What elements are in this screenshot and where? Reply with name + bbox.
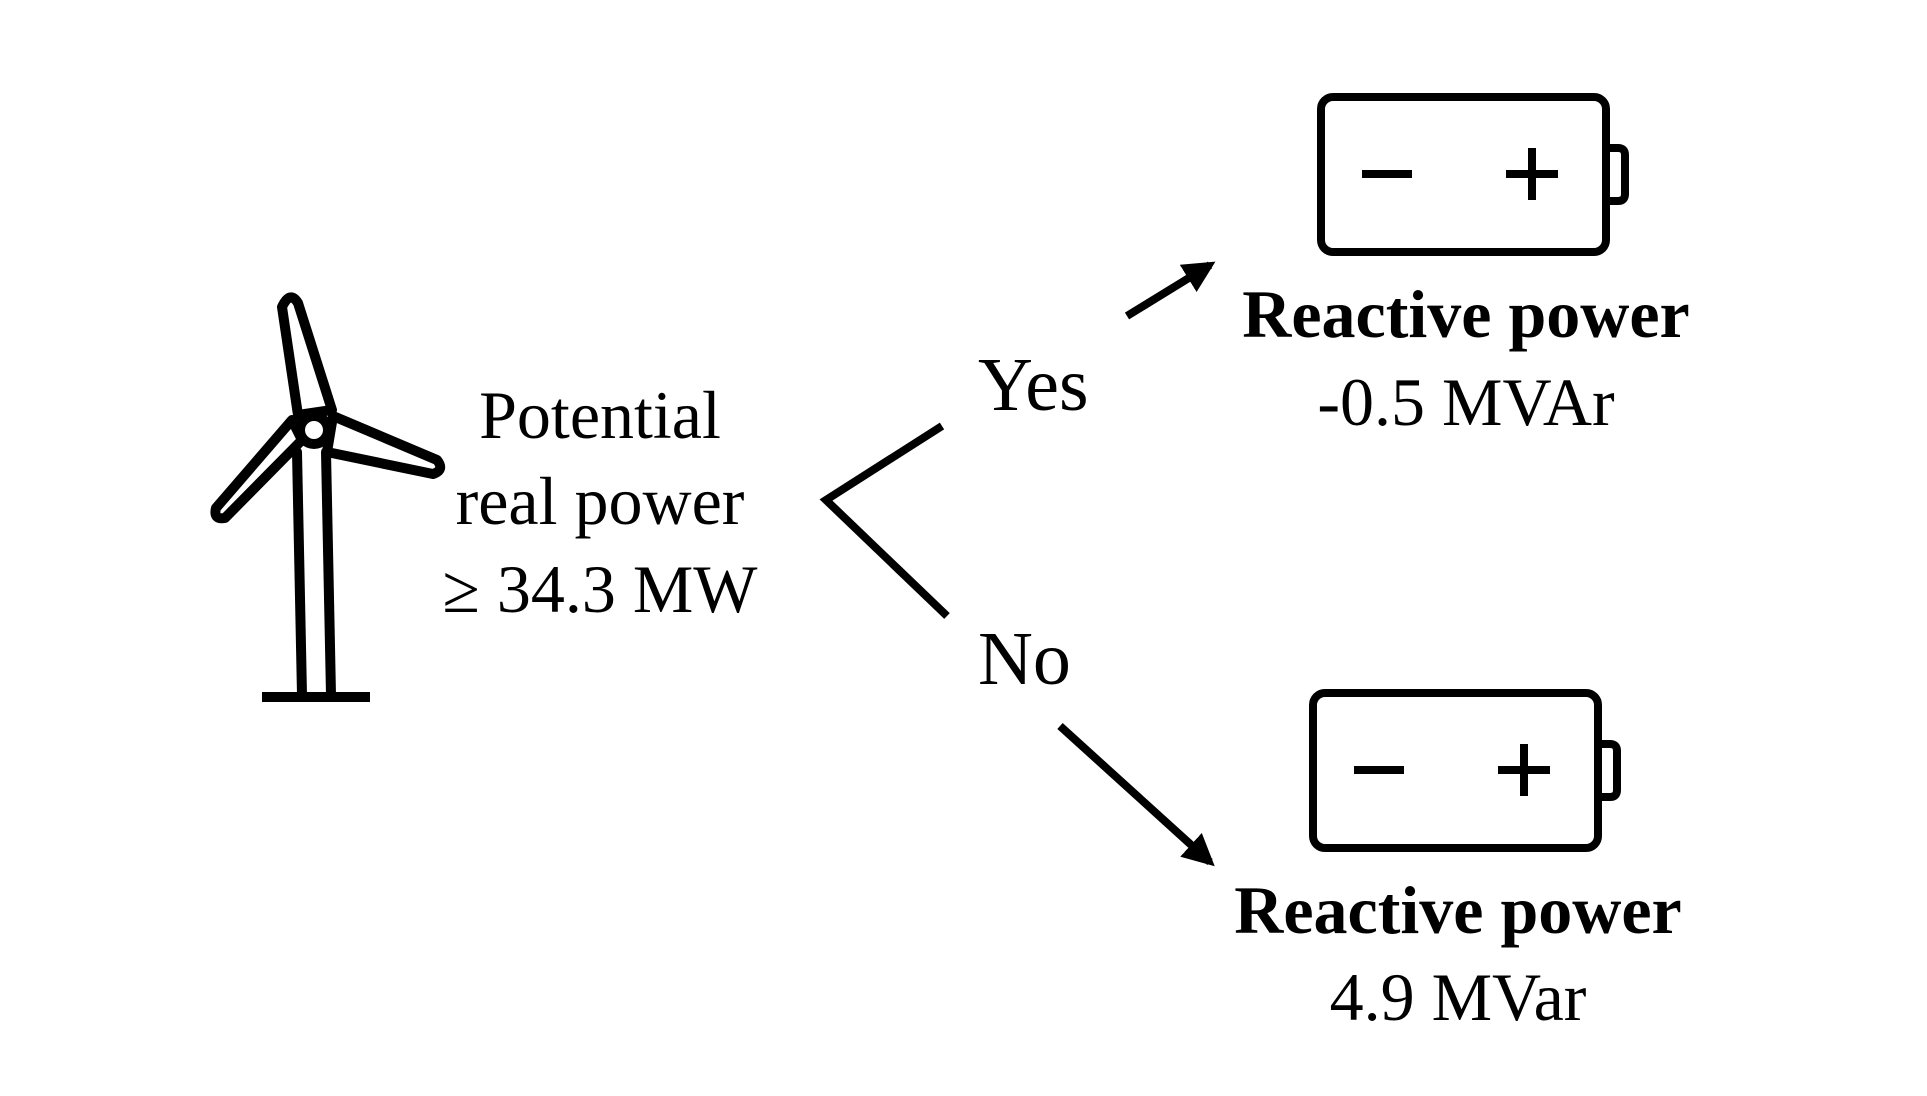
yes-arrow (1124, 261, 1216, 320)
yes-outcome-title: Reactive power (1242, 276, 1690, 352)
no-outcome-title: Reactive power (1234, 872, 1682, 948)
battery-plus-icon (1498, 744, 1550, 796)
yes-label: Yes (978, 343, 1089, 427)
battery-icon (1317, 93, 1629, 256)
decision-fork (819, 422, 950, 619)
battery-plus-icon (1506, 148, 1558, 200)
yes-outcome-value: -0.5 MVAr (1317, 364, 1615, 440)
no-label: No (978, 617, 1071, 701)
battery-icon (1309, 689, 1621, 852)
no-arrow (1057, 723, 1215, 867)
condition-line-1: Potential (479, 377, 721, 453)
no-outcome-value: 4.9 MVar (1329, 959, 1587, 1035)
condition-line-3: ≥ 34.3 MW (442, 551, 758, 627)
condition-line-2: real power (455, 463, 745, 539)
